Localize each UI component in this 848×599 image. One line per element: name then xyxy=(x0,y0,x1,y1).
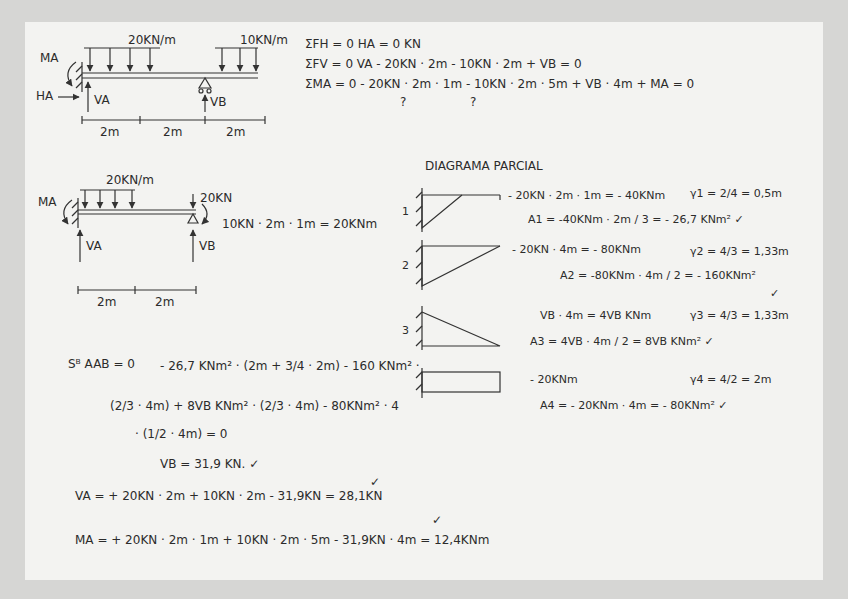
note-text: 2m xyxy=(155,296,174,310)
note-text: - 20KN · 2m · 1m = - 40KNm xyxy=(508,190,665,203)
note-text: Sᴮ AAB = 0 xyxy=(68,358,135,372)
note-text: 10KN/m xyxy=(240,34,288,48)
note-text: 2m xyxy=(226,126,245,140)
note-text: A1 = -40KNm · 2m / 3 = - 26,7 KNm² ✓ xyxy=(528,214,744,227)
note-text: - 20KNm xyxy=(530,374,578,387)
note-text: A3 = 4VB · 4m / 2 = 8VB KNm² ✓ xyxy=(530,336,714,349)
note-text: ? xyxy=(470,96,476,110)
note-text: VA xyxy=(86,240,102,254)
note-text: - 20KN · 4m = - 80KNm xyxy=(512,244,641,257)
moment-diagram xyxy=(416,368,500,398)
moment-diagram xyxy=(416,188,500,232)
note-text: A4 = - 20KNm · 4m = - 80KNm² ✓ xyxy=(540,400,728,413)
note-text: γ3 = 4/3 = 1,33m xyxy=(690,310,789,323)
note-text: 2m xyxy=(97,296,116,310)
note-text: VA = + 20KN · 2m + 10KN · 2m - 31,9KN = … xyxy=(75,490,382,504)
note-text: 20KN/m xyxy=(106,174,154,188)
note-text: ✓ xyxy=(432,514,442,528)
note-text: - 26,7 KNm² · (2m + 3/4 · 2m) - 160 KNm²… xyxy=(160,360,420,374)
note-text: 2m xyxy=(100,126,119,140)
note-text: A2 = -80KNm · 4m / 2 = - 160KNm² xyxy=(560,270,756,283)
note-text: ✓ xyxy=(370,476,380,490)
paper-sheet xyxy=(25,22,823,580)
note-text: 10KN · 2m · 1m = 20KNm xyxy=(222,218,377,232)
note-text: 3 xyxy=(402,325,409,338)
beam-figure xyxy=(58,48,265,124)
note-text: HA xyxy=(36,90,53,104)
note-text: VB · 4m = 4VB KNm xyxy=(540,310,651,323)
note-text: ΣMA = 0 - 20KN · 2m · 1m - 10KN · 2m · 5… xyxy=(305,78,694,92)
note-text: ? xyxy=(400,96,406,110)
note-text: ΣFV = 0 VA - 20KN · 2m - 10KN · 2m + VB … xyxy=(305,58,582,72)
note-text: · (1/2 · 4m) = 0 xyxy=(135,428,227,442)
note-text: γ1 = 2/4 = 0,5m xyxy=(690,188,782,201)
note-text: 20KN xyxy=(200,192,232,206)
note-text: ΣFH = 0 HA = 0 KN xyxy=(305,38,421,52)
note-text: MA xyxy=(38,196,57,210)
note-text: VB = 31,9 KN. ✓ xyxy=(160,458,259,472)
note-text: ✓ xyxy=(770,288,779,301)
moment-diagram xyxy=(416,240,500,290)
note-text: MA xyxy=(40,52,59,66)
note-text: MA = + 20KN · 2m · 1m + 10KN · 2m · 5m -… xyxy=(75,534,489,548)
note-text: 20KN/m xyxy=(128,34,176,48)
beam-figure xyxy=(64,190,207,294)
note-text: 2 xyxy=(402,260,409,273)
note-text: (2/3 · 4m) + 8VB KNm² · (2/3 · 4m) - 80K… xyxy=(110,400,399,414)
note-text: DIAGRAMA PARCIAL xyxy=(425,160,543,174)
note-text: VB xyxy=(199,240,215,254)
note-text: 2m xyxy=(163,126,182,140)
note-text: 1 xyxy=(402,206,409,219)
moment-diagram xyxy=(416,306,500,350)
note-text: VB xyxy=(210,96,226,110)
note-text: γ4 = 4/2 = 2m xyxy=(690,374,771,387)
note-text: γ2 = 4/3 = 1,33m xyxy=(690,246,789,259)
note-text: VA xyxy=(94,94,110,108)
